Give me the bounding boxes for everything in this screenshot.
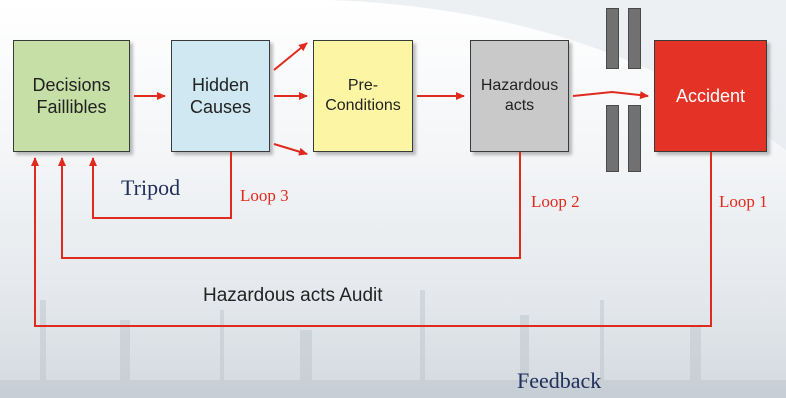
- loop-1-label: Loop 1: [719, 192, 768, 211]
- audit-label: Hazardous acts Audit: [203, 285, 383, 306]
- accident-label: Accident: [675, 85, 746, 106]
- arrow-hidden-to-precond-down: [273, 143, 308, 156]
- hazardous-acts-line-2: acts: [504, 97, 535, 114]
- decisions-faillibles-box: Decisions Faillibles: [13, 40, 130, 152]
- tripod-label: Tripod: [121, 175, 181, 200]
- barrier-bottom-right: [628, 105, 641, 172]
- loop-2-label: Loop 2: [531, 192, 580, 211]
- barrier-top-right: [628, 8, 641, 69]
- loop-3-arrow: [89, 152, 232, 219]
- loop-3-label: Loop 3: [240, 186, 289, 205]
- preconditions-line-2: Conditions: [325, 97, 401, 114]
- barrier-top-left: [606, 8, 619, 69]
- hidden-causes-line-2: Causes: [189, 97, 252, 117]
- loop-1-arrow: [31, 152, 712, 327]
- loop-2-arrow: [58, 152, 521, 259]
- preconditions-box: Pre- Conditions: [313, 40, 413, 152]
- arrow-hazard-to-accident: [572, 90, 649, 100]
- hidden-causes-line-1: Hidden: [191, 74, 250, 95]
- hazardous-acts-line-1: Hazardous: [480, 77, 559, 94]
- arrow-hidden-to-precond-up: [273, 42, 308, 71]
- hidden-causes-box: Hidden Causes: [171, 40, 270, 152]
- accident-box: Accident: [654, 40, 767, 152]
- decisions-line-1: Decisions: [32, 74, 111, 95]
- barrier-bottom-left: [606, 105, 619, 172]
- decisions-line-2: Faillibles: [36, 97, 107, 117]
- feedback-label: Feedback: [517, 368, 602, 393]
- preconditions-line-1: Pre-: [347, 77, 379, 94]
- hazardous-acts-box: Hazardous acts: [470, 40, 569, 152]
